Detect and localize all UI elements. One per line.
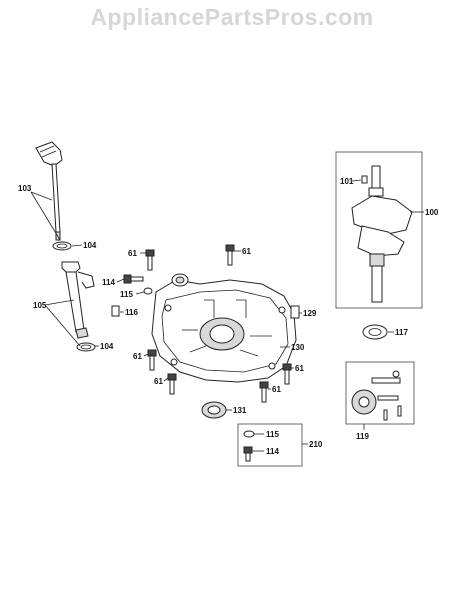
watermark: AppliancePartsPros.com — [90, 4, 374, 30]
crankcase-cover[interactable] — [151, 273, 297, 383]
o-ring-104-upper[interactable] — [52, 241, 72, 251]
bolt-61-a[interactable] — [145, 249, 155, 271]
leader-lines — [30, 179, 424, 452]
callout-117: 117 — [395, 328, 408, 337]
callout-115-a: 115 — [120, 290, 133, 299]
callout-101: 101 — [340, 177, 354, 186]
bolt-61-f[interactable] — [259, 381, 269, 403]
callout-114-a: 114 — [102, 278, 115, 287]
bolt-61-e[interactable] — [167, 373, 177, 395]
callout-100: 100 — [425, 208, 439, 217]
plug-129[interactable] — [290, 305, 300, 319]
callout-130: 130 — [291, 343, 305, 352]
callout-131: 131 — [233, 406, 247, 415]
oil-seal-131[interactable] — [201, 401, 227, 419]
dowel-pin-116[interactable] — [111, 305, 120, 317]
callout-210: 210 — [309, 440, 323, 449]
callout-61-e: 61 — [154, 377, 163, 386]
washer-115[interactable] — [143, 287, 153, 295]
dipstick-tube[interactable] — [61, 261, 95, 339]
callout-61-d: 61 — [295, 364, 304, 373]
callout-61-c: 61 — [133, 352, 142, 361]
bolt-61-d[interactable] — [282, 363, 292, 385]
callout-116: 116 — [125, 308, 138, 317]
crankshaft-box — [335, 151, 423, 309]
callout-61-b: 61 — [242, 247, 251, 256]
crankshaft[interactable] — [351, 165, 413, 303]
callout-104-upper: 104 — [83, 241, 97, 250]
callout-103: 103 — [18, 184, 32, 193]
dipstick[interactable] — [35, 141, 63, 241]
callout-129: 129 — [303, 309, 317, 318]
screw-114[interactable] — [123, 274, 144, 284]
callout-114-b: 114 — [266, 447, 279, 456]
callout-115-b: 115 — [266, 430, 279, 439]
bolt-61-c[interactable] — [147, 349, 157, 371]
callout-61-f: 61 — [272, 385, 281, 394]
governor-box — [345, 361, 415, 425]
callout-119: 119 — [356, 432, 369, 441]
o-ring-104-lower[interactable] — [76, 342, 96, 352]
key-101[interactable] — [361, 175, 368, 184]
callout-105: 105 — [33, 301, 47, 310]
seal-117[interactable] — [362, 324, 388, 340]
bolt-61-b[interactable] — [225, 244, 235, 266]
callout-104-lower: 104 — [100, 342, 114, 351]
governor-assembly[interactable] — [351, 370, 402, 421]
callout-61-a: 61 — [128, 249, 137, 258]
